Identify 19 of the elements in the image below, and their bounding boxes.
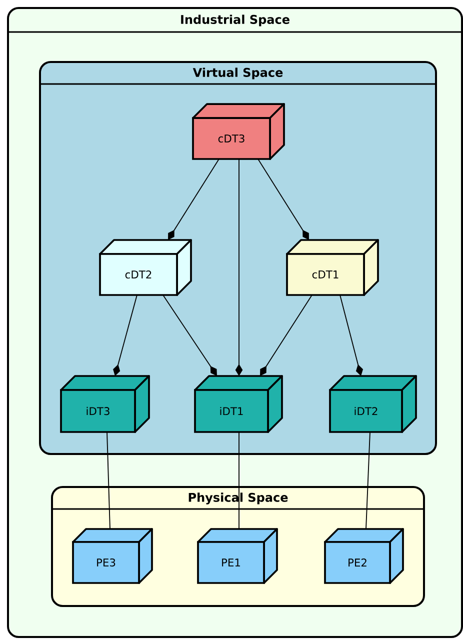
cube-box: cDT3 [192,103,285,160]
cube-box: cDT1 [286,239,379,296]
cube-box: PE3 [72,528,153,584]
cube-box: PE2 [324,528,404,584]
diamond-arrow [162,294,217,376]
diamond-arrow [340,294,364,376]
cube-box: PE1 [197,528,278,584]
cube-box: cDT2 [99,239,192,296]
diamond-arrow [113,294,138,376]
diamond-arrow [258,158,309,240]
diamond-arrow [235,158,243,376]
diamond-arrow [168,158,220,240]
cube-box: iDT2 [329,375,417,433]
cube-box: iDT1 [194,375,283,433]
diamond-arrow [260,294,312,376]
cube-box: iDT3 [60,375,150,433]
connector-line [366,432,370,530]
connector-line [106,432,110,530]
connector-line [238,432,240,530]
